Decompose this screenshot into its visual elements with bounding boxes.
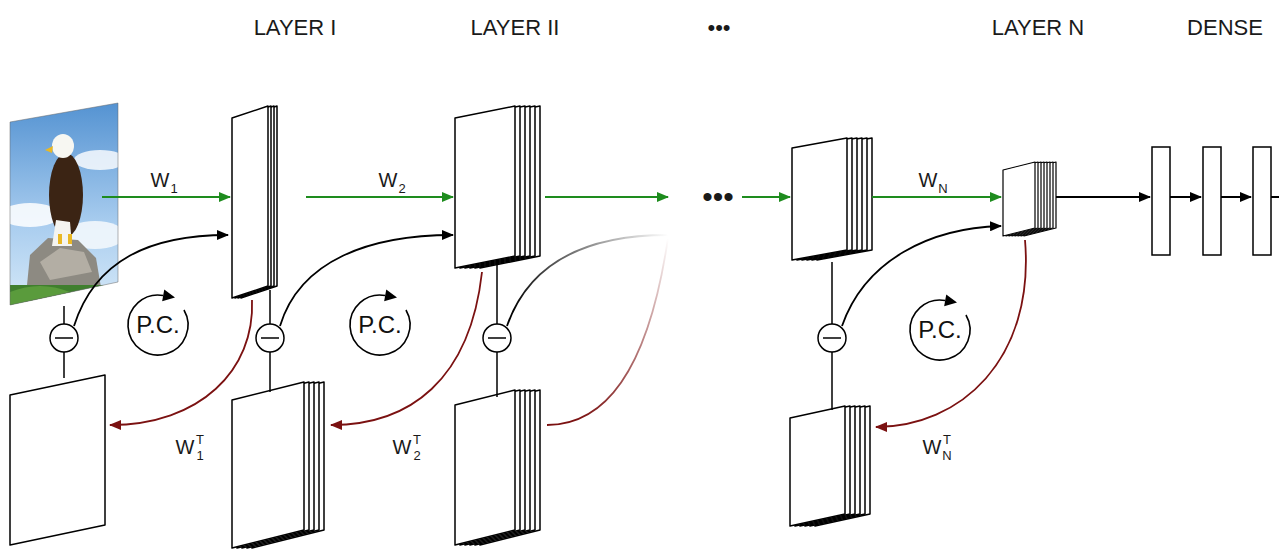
reconstruction-stack: [455, 390, 540, 545]
dense-arrow: [1056, 196, 1279, 198]
weight-index: N: [942, 449, 951, 462]
layer-heading: LAYER N: [992, 17, 1085, 39]
pc-loop-circle: P.C.: [348, 293, 412, 357]
node-text: P.C.: [358, 313, 402, 337]
reconstruction-stack: [790, 406, 870, 526]
weight-symbol: W: [393, 437, 412, 457]
feature-map-stack: [455, 106, 540, 268]
weight-index: 2: [413, 449, 420, 462]
subtract-symbol: [50, 262, 846, 410]
feature-map-stack: [232, 106, 277, 298]
reconstruction-stack: [10, 375, 105, 545]
layer-heading: LAYER I: [254, 17, 337, 39]
weight-index: 1: [196, 449, 203, 462]
weight-symbol: W: [923, 437, 942, 457]
weight-symbol: W: [151, 170, 170, 190]
layer-heading: LAYER II: [471, 17, 560, 39]
pc-loop-circle: P.C.: [126, 293, 190, 357]
ellipsis: •••: [702, 182, 734, 212]
node-text: P.C.: [918, 318, 962, 342]
weight-index: N: [938, 182, 947, 195]
forward-arrow: [102, 196, 1001, 198]
weight-symbol: W: [176, 437, 195, 457]
weight-index: 2: [398, 182, 405, 195]
transpose-mark: T: [943, 433, 951, 446]
weight-symbol: W: [919, 170, 938, 190]
reconstruction-stack: [232, 382, 324, 548]
weight-index: 1: [170, 182, 177, 195]
pc-loop-circle: P.C.: [908, 298, 972, 362]
weight-symbol: W: [379, 170, 398, 190]
transpose-mark: T: [413, 433, 421, 446]
backward-arrow: [110, 238, 1026, 427]
layer-heading: DENSE: [1187, 17, 1263, 39]
error-arrow: [74, 226, 1001, 326]
feature-map-stack: [792, 138, 872, 260]
ellipsis: •••: [707, 17, 730, 39]
eagle-photo: [0, 95, 126, 310]
transpose-mark: T: [196, 433, 204, 446]
dense-layer: [1152, 147, 1271, 255]
node-text: P.C.: [136, 313, 180, 337]
feature-map-stack: [1003, 162, 1056, 236]
